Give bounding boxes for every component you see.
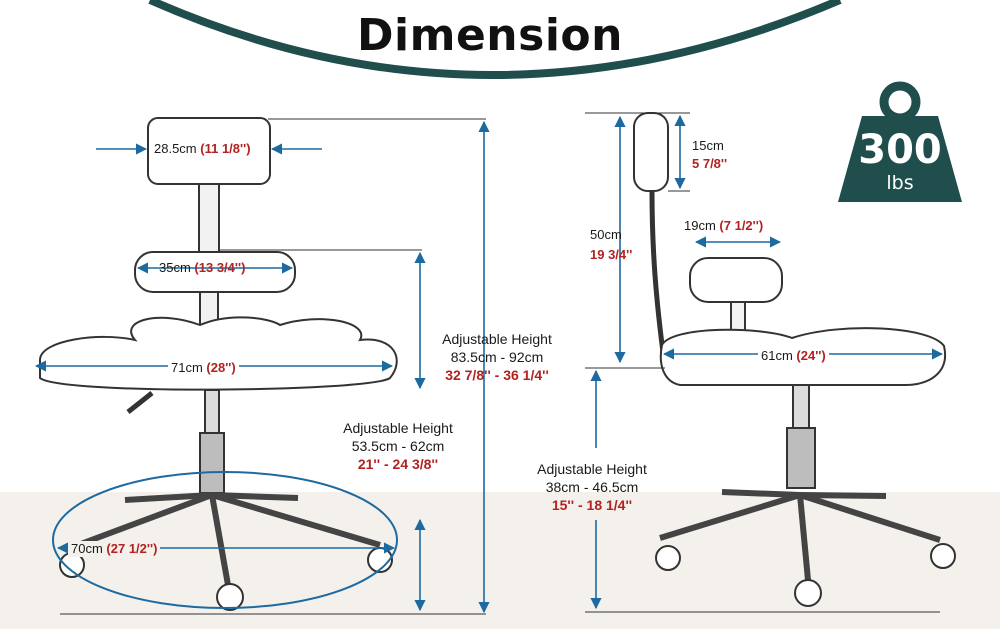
side-casters xyxy=(655,543,956,607)
imperial-value: 19 3/4'' xyxy=(590,247,633,262)
side-seat-height-label: Adjustable Height 38cm - 46.5cm 15'' - 1… xyxy=(537,460,647,514)
metric-value: 61cm xyxy=(761,348,793,363)
front-base-diameter-label: 70cm (27 1/2'') xyxy=(68,541,161,557)
imperial-value: (28'') xyxy=(206,360,236,375)
front-seat-height-label: Adjustable Height 53.5cm - 62cm 21'' - 2… xyxy=(343,419,453,473)
front-base xyxy=(68,492,381,586)
front-cylinder xyxy=(204,389,220,436)
metric-value: 70cm xyxy=(71,541,103,556)
imperial-value: (27 1/2'') xyxy=(106,541,158,556)
page-title: Dimension xyxy=(357,10,623,61)
height-caption: Adjustable Height xyxy=(442,331,552,347)
metric-value: 71cm xyxy=(171,360,203,375)
side-base xyxy=(659,489,941,581)
imperial-value: 21'' - 24 3/8'' xyxy=(357,456,439,472)
metric-value: 15cm xyxy=(692,138,724,153)
metric-value: 83.5cm - 92cm xyxy=(450,349,544,365)
front-cylinder-sleeve xyxy=(199,432,225,494)
imperial-value: 32 7/8'' - 36 1/4'' xyxy=(445,367,549,383)
weight-capacity-unit: lbs xyxy=(886,172,914,194)
metric-value: 35cm xyxy=(159,260,191,275)
front-knee-pad-width-label: 35cm (13 3/4'') xyxy=(159,260,245,276)
front-backrest-width-label: 28.5cm (11 1/8'') xyxy=(154,141,251,157)
side-knee-pad xyxy=(689,257,783,303)
side-knee-pad-width-label: 19cm (7 1/2'') xyxy=(684,218,763,234)
front-base-footprint xyxy=(52,471,398,609)
front-casters xyxy=(59,547,393,611)
imperial-value: 15'' - 18 1/4'' xyxy=(551,497,633,513)
imperial-value: (24'') xyxy=(796,348,826,363)
height-caption: Adjustable Height xyxy=(343,420,453,436)
side-back-height-label: 50cm 19 3/4'' xyxy=(590,225,632,265)
weight-capacity-value: 300 xyxy=(858,127,942,173)
metric-value: 38cm - 46.5cm xyxy=(545,479,639,495)
imperial-value: (13 3/4'') xyxy=(194,260,246,275)
header-arc xyxy=(148,0,842,79)
side-backrest xyxy=(633,112,669,192)
imperial-value: 5 7/8'' xyxy=(692,156,728,171)
metric-value: 50cm xyxy=(590,227,622,242)
front-seat xyxy=(39,316,398,391)
side-backrest-height-label: 15cm 5 7/8'' xyxy=(692,137,727,173)
height-caption: Adjustable Height xyxy=(537,461,647,477)
side-seat-depth-label: 61cm (24'') xyxy=(758,348,829,364)
imperial-value: (7 1/2'') xyxy=(719,218,764,233)
metric-value: 19cm xyxy=(684,218,716,233)
side-back-bar xyxy=(649,190,667,361)
side-dimension-lines xyxy=(585,112,944,613)
front-total-height-label: Adjustable Height 83.5cm - 92cm 32 7/8''… xyxy=(442,330,552,384)
front-back-post xyxy=(198,183,220,255)
front-lever xyxy=(126,391,154,414)
metric-value: 28.5cm xyxy=(154,141,197,156)
weight-badge xyxy=(838,81,962,202)
imperial-value: (11 1/8'') xyxy=(200,141,251,156)
metric-value: 53.5cm - 62cm xyxy=(351,438,445,454)
side-cylinder xyxy=(792,384,810,431)
side-cylinder-sleeve xyxy=(786,427,816,489)
front-seat-width-label: 71cm (28'') xyxy=(168,360,239,376)
